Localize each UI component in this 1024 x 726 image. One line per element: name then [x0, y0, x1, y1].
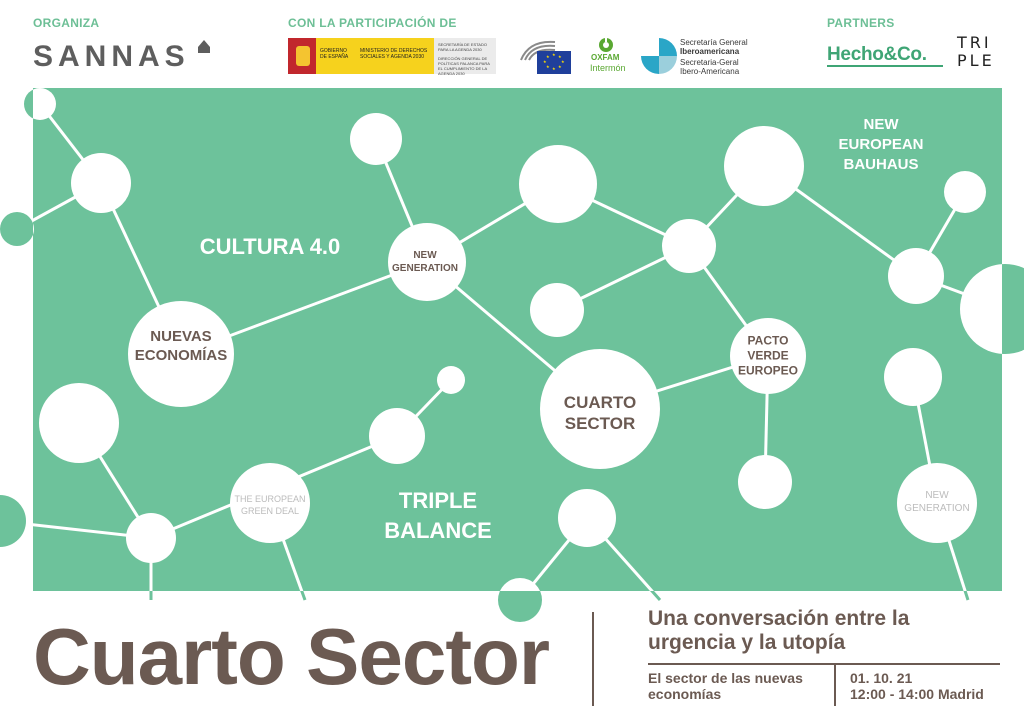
event-subtitle: Una conversación entre la urgencia y la …	[648, 607, 948, 655]
label-cuarto-sector-line2: SECTOR	[564, 414, 636, 433]
oxfam-sub: Intermón	[590, 63, 626, 73]
oxfam-name: OXFAM	[591, 53, 620, 62]
label-new-european-bauhaus-line2: EUROPEAN	[838, 136, 924, 153]
label-nuevas-economias: NUEVAS ECONOMÍAS	[135, 327, 228, 365]
sannas-logo: SANNAS	[33, 40, 190, 73]
triple-logo-line2: PLE	[957, 51, 995, 70]
gov-secretaria-text: SECRETARÍA DE ESTADO PARA LA AGENDA 2030	[438, 42, 487, 52]
triple-logo: TRI PLE	[957, 34, 995, 70]
event-datetime: 01. 10. 21 12:00 - 14:00 Madrid	[850, 670, 984, 702]
node-new-generation	[388, 223, 466, 301]
participacion-label: CON LA PARTICIPACIÓN DE	[288, 16, 457, 30]
oxfam-icon	[599, 37, 613, 52]
segib-line3: Secretaria-Geral	[680, 58, 739, 67]
partners-label: PARTNERS	[827, 16, 895, 30]
label-new-generation-2-line1: NEW	[925, 490, 949, 501]
node-nuevas-economias	[128, 301, 234, 407]
label-new-generation-2-line2: GENERATION	[904, 503, 970, 514]
event-subtitle-line2: urgencia y la utopía	[648, 631, 846, 654]
footer-divider	[592, 612, 594, 706]
label-new-generation-line1: NEW	[413, 250, 437, 261]
label-green-deal: THE EUROPEAN GREEN DEAL	[234, 493, 305, 517]
label-cultura: CULTURA 4.0	[199, 234, 341, 259]
segib-line1: Secretaría General	[680, 38, 748, 47]
triple-logo-line1: TRI	[957, 33, 992, 52]
label-new-generation-2: NEW GENERATION	[904, 489, 969, 515]
segib-line2: Iberoamericana	[680, 47, 740, 56]
label-nuevas-economias-line1: NUEVAS	[150, 328, 212, 345]
label-pacto-verde-line2: VERDE	[747, 348, 789, 363]
sector-description: El sector de las nuevas economías	[648, 670, 828, 702]
gobierno-espana-logo: GOBIERNO DE ESPAÑA MINISTERIO DE DERECHO…	[288, 38, 496, 76]
hecho-underline	[827, 65, 943, 67]
label-triple-balance-line2: BALANCE	[384, 518, 492, 543]
event-title: Cuarto Sector	[33, 612, 550, 701]
label-green-deal-line1: THE EUROPEAN	[234, 494, 306, 504]
node-cuarto-sector	[540, 349, 660, 469]
sannas-house-icon	[198, 40, 210, 53]
sector-description-line1: El sector de las nuevas	[648, 670, 803, 686]
gov-ministerio-text: MINISTERIO DE DERECHOS SOCIALES Y AGENDA…	[360, 48, 428, 60]
segib-line4: Ibero-Americana	[680, 67, 740, 76]
event-date: 01. 10. 21	[850, 670, 913, 686]
label-green-deal-line2: GREEN DEAL	[240, 506, 300, 516]
label-new-european-bauhaus: NEW EUROPEAN BAUHAUS	[838, 115, 923, 175]
label-pacto-verde: PACTO VERDE EUROPEO	[738, 334, 798, 379]
label-triple-balance-line1: TRIPLE	[398, 488, 478, 513]
label-cuarto-sector-line1: CUARTO	[563, 393, 637, 412]
network-nodes	[33, 88, 1002, 591]
label-new-european-bauhaus-line3: BAUHAUS	[843, 156, 919, 173]
sector-description-line2: economías	[648, 686, 722, 702]
node-green-deal	[230, 463, 310, 543]
event-subtitle-line1: Una conversación entre la	[648, 607, 910, 630]
organiza-label: ORGANIZA	[33, 16, 100, 30]
segib-icon	[641, 38, 677, 74]
gov-gobierno-text: GOBIERNO DE ESPAÑA	[320, 48, 349, 60]
hecho-co-logo: Hecho&Co.	[827, 44, 927, 65]
label-new-european-bauhaus-line1: NEW	[863, 116, 899, 133]
spain-crest-icon	[296, 46, 310, 66]
label-new-generation: NEW GENERATION	[392, 249, 458, 275]
label-triple-balance: TRIPLE BALANCE	[384, 486, 492, 546]
event-time: 12:00 - 14:00 Madrid	[850, 686, 984, 702]
label-new-generation-line2: GENERATION	[392, 263, 458, 274]
footer-rule-vertical	[834, 665, 836, 706]
node-pacto-verde	[730, 318, 806, 394]
eu-flag-icon: ★ ★ ★ ★ ★ ★ ★ ★	[537, 51, 571, 74]
footer-rule	[648, 663, 1000, 665]
gov-direccion-text: DIRECCIÓN GENERAL DE POLÍTICAS PALANCA P…	[438, 56, 490, 76]
label-cuarto-sector: CUARTO SECTOR	[564, 392, 636, 434]
label-pacto-verde-line1: PACTO	[747, 333, 789, 348]
label-nuevas-economias-line2: ECONOMÍAS	[134, 347, 228, 364]
label-pacto-verde-line3: EUROPEO	[737, 363, 799, 378]
node-new-generation-2	[897, 463, 977, 543]
